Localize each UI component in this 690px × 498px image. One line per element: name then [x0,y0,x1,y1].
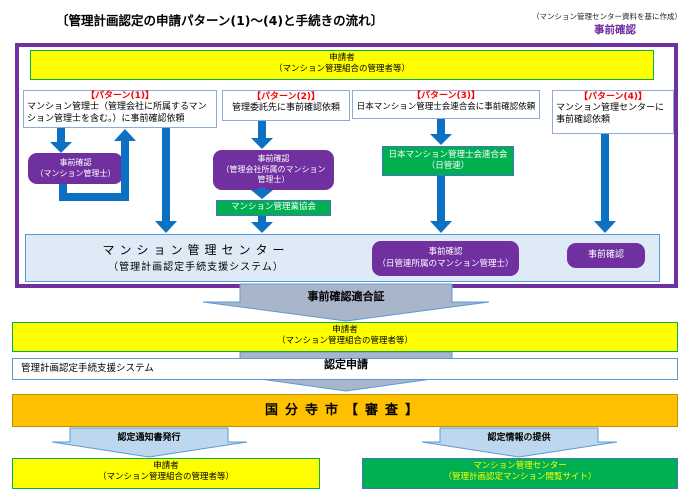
pattern3-title: 【パターン(3)】 [411,91,481,101]
pattern4-body: マンション管理センターに事前確認依頼 [556,103,665,125]
center-site-box: マンション管理センター（管理計画認定マンション閲覧サイト） [362,458,678,489]
cert-arrow-label: 事前確認適合証 [307,290,385,303]
management-center-label: マンション管理センター （管理計画認定手続支援システム） [40,241,352,273]
applicant-bar-top: 申請者（マンション管理組合の管理者等） [30,50,654,80]
applicant-result-box: 申請者（マンション管理組合の管理者等） [12,458,320,489]
management-center-system: （管理計画認定手続支援システム） [108,262,284,273]
pattern3-body: 日本マンション管理士会連合会に事前確認依頼 [356,102,536,113]
pattern2-title: 【パターン(2)】 [251,92,321,102]
info-arrow-label: 認定情報の提供 [487,433,551,443]
source-note: （マンション管理センター資料を基に作成） [532,12,682,21]
page-title: 〔管理計画認定の申請パターン(1)～(4)と手続きの流れ〕 [56,13,384,28]
pattern3-precheck-box: 事前確認（日管連所属のマンション管理士） [372,241,519,276]
management-center-name: マンション管理センター [102,243,290,257]
system-bar: 管理計画認定手続支援システム [12,358,678,380]
pattern2-body: 管理委託先に事前確認依頼 [231,103,340,114]
city-review-bar: 国分寺市【審査】 [12,394,678,427]
management-center-panel [25,234,660,282]
pattern4-title: 【パターン(4)】 [578,92,648,102]
pattern1-title: 【パターン(1)】 [85,91,155,101]
pattern3-box: 【パターン(3)】 日本マンション管理士会連合会に事前確認依頼 [352,90,540,119]
pattern3-federation-box: 日本マンション管理士会連合会（日管連） [382,146,514,176]
pattern4-box: 【パターン(4)】 マンション管理センターに事前確認依頼 [552,90,674,134]
pattern1-precheck-box: 事前確認（マンション管理士） [28,153,123,184]
pattern1-box: 【パターン(1)】 マンション管理士（管理会社に所属するマンション管理士を含む。… [23,90,217,128]
pattern2-precheck-box: 事前確認（管理会社所属のマンション管理士） [213,150,334,190]
applicant-bar-middle: 申請者（マンション管理組合の管理者等） [12,322,678,352]
pattern2-association-box: マンション管理業協会 [216,200,331,216]
apply-arrow-label: 認定申請 [324,358,368,371]
pattern4-precheck-box: 事前確認 [567,243,645,268]
precheck-legend: 事前確認 [594,24,636,36]
pattern2-box: 【パターン(2)】 管理委託先に事前確認依頼 [222,90,350,121]
notice-arrow-label: 認定通知書発行 [117,433,181,443]
pattern1-body: マンション管理士（管理会社に所属するマンション管理士を含む。）に事前確認依頼 [27,102,207,124]
